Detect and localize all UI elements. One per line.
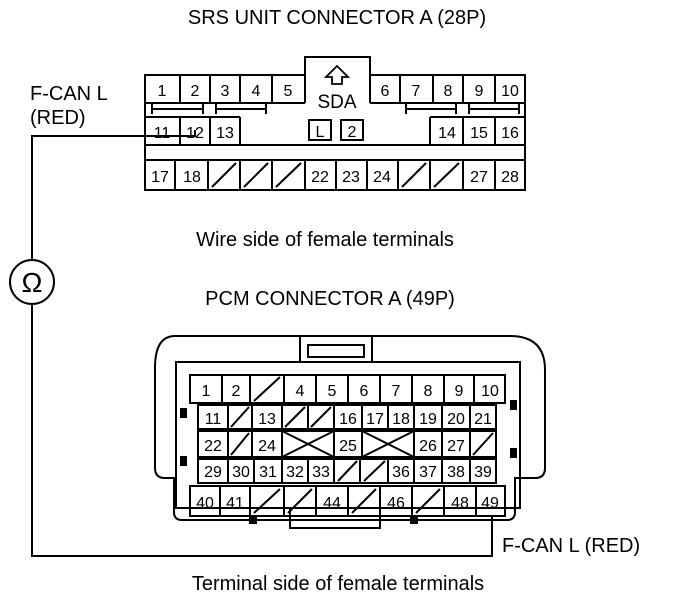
pcm-row3-cells xyxy=(197,430,497,458)
pcm-pin: 4 xyxy=(296,383,305,400)
pcm-caption: Terminal side of female terminals xyxy=(192,573,484,595)
pcm-pin: 30 xyxy=(232,464,250,481)
pcm-pin: 40 xyxy=(196,495,214,512)
pcm-pin-labels: 1 2 4 5 6 7 8 9 10 11 13 16 17 18 19 20 … xyxy=(196,383,499,512)
srs-signal-label-line2: (RED) xyxy=(30,107,86,129)
pcm-row4-cells xyxy=(197,458,497,484)
srs-pin: 8 xyxy=(444,83,453,100)
pcm-pin: 48 xyxy=(451,495,469,512)
pcm-pin: 26 xyxy=(419,438,437,455)
srs-pin-labels: 1 2 3 4 5 6 7 8 9 10 11 12 13 14 15 16 1… xyxy=(151,83,519,186)
pcm-pin: 17 xyxy=(366,411,384,428)
srs-pin: 1 xyxy=(158,83,167,100)
srs-pin: 5 xyxy=(284,83,293,100)
srs-pin: 2 xyxy=(191,83,200,100)
pcm-pin: 8 xyxy=(424,383,433,400)
pcm-row1-cells xyxy=(189,374,506,404)
srs-connector-title: SRS UNIT CONNECTOR A (28P) xyxy=(188,7,486,29)
srs-pin: 22 xyxy=(311,169,329,186)
pcm-lock-tab xyxy=(289,507,381,529)
srs-pin: 3 xyxy=(221,83,230,100)
pcm-pin: 2 xyxy=(232,383,241,400)
srs-pin: 15 xyxy=(470,125,488,142)
pcm-pin: 20 xyxy=(447,411,465,428)
pcm-row2-cells xyxy=(197,404,497,430)
srs-caption: Wire side of female terminals xyxy=(196,229,454,251)
srs-pin: 17 xyxy=(151,169,169,186)
ohmmeter: Ω xyxy=(9,259,55,305)
pcm-pin: 18 xyxy=(392,411,410,428)
pcm-connector: 1 2 4 5 6 7 8 9 10 11 13 16 17 18 19 20 … xyxy=(154,335,546,529)
srs-pin: 18 xyxy=(183,169,201,186)
pcm-pin: 6 xyxy=(360,383,369,400)
pcm-pin: 5 xyxy=(328,383,337,400)
pcm-pin: 27 xyxy=(447,438,465,455)
pcm-pin: 32 xyxy=(286,464,304,481)
pcm-pin: 22 xyxy=(204,438,222,455)
pcm-pin: 13 xyxy=(258,411,276,428)
srs-pin: 11 xyxy=(154,125,171,142)
up-arrow-icon xyxy=(323,64,351,85)
pcm-pin: 39 xyxy=(474,464,492,481)
srs-signal-label-line1: F-CAN L xyxy=(30,83,108,105)
srs-pin: 23 xyxy=(342,169,360,186)
srs-tab-label: SDA xyxy=(317,92,356,113)
srs-pin: 27 xyxy=(470,169,488,186)
srs-pin: 4 xyxy=(252,83,261,100)
pcm-housing xyxy=(154,335,546,521)
pcm-pin: 33 xyxy=(312,464,330,481)
srs-badge-2: 2 xyxy=(348,124,357,141)
pcm-inner-body xyxy=(175,361,521,509)
pcm-pin: 25 xyxy=(339,438,357,455)
srs-pin: 9 xyxy=(475,83,484,100)
srs-row1-cells xyxy=(145,75,525,104)
srs-row3-cells xyxy=(174,160,496,190)
pcm-pin: 46 xyxy=(387,495,405,512)
pcm-pin: 38 xyxy=(447,464,465,481)
srs-row2-cells xyxy=(145,116,525,145)
srs-badge-l: L xyxy=(316,124,325,141)
srs-badge-l-box xyxy=(308,119,332,141)
pcm-pin: 29 xyxy=(204,464,222,481)
ohm-icon: Ω xyxy=(22,267,43,298)
pcm-pin: 21 xyxy=(474,411,492,428)
srs-connector: SDA L 2 1 2 3 4 5 6 7 8 9 10 11 12 13 14… xyxy=(144,56,526,191)
pcm-pin: 19 xyxy=(419,411,437,428)
pcm-latch xyxy=(299,335,373,363)
pcm-pin: 49 xyxy=(481,495,499,512)
srs-pin: 10 xyxy=(501,83,519,100)
srs-pin: 16 xyxy=(501,125,519,142)
srs-pin: 14 xyxy=(438,125,456,142)
srs-pin: 6 xyxy=(381,83,390,100)
pcm-signal-label: F-CAN L (RED) xyxy=(502,535,640,557)
pcm-row5-cells xyxy=(189,485,506,517)
srs-pin: 7 xyxy=(412,83,421,100)
srs-pin: 24 xyxy=(373,169,391,186)
pcm-pin: 11 xyxy=(205,411,222,428)
pcm-side-keys xyxy=(180,400,517,524)
pcm-pin: 41 xyxy=(226,495,244,512)
pcm-pin: 16 xyxy=(339,411,357,428)
pcm-pin: 9 xyxy=(455,383,464,400)
pcm-pin: 10 xyxy=(481,383,499,400)
pcm-pin: 31 xyxy=(259,464,277,481)
srs-pin: 28 xyxy=(501,169,519,186)
test-lead-wire xyxy=(31,130,493,557)
srs-shorting-bars xyxy=(151,104,520,114)
pcm-pin: 24 xyxy=(258,438,276,455)
pcm-connector-title: PCM CONNECTOR A (49P) xyxy=(205,288,455,310)
srs-badge-2-box xyxy=(340,119,364,141)
pcm-pin: 7 xyxy=(392,383,401,400)
pcm-pin: 1 xyxy=(202,383,211,400)
pcm-pin: 44 xyxy=(323,495,341,512)
pcm-pin: 36 xyxy=(392,464,410,481)
ohmmeter-circle xyxy=(9,259,55,305)
srs-pin: 13 xyxy=(216,125,234,142)
pcm-latch-inner xyxy=(307,344,365,358)
pcm-pin: 37 xyxy=(419,464,437,481)
